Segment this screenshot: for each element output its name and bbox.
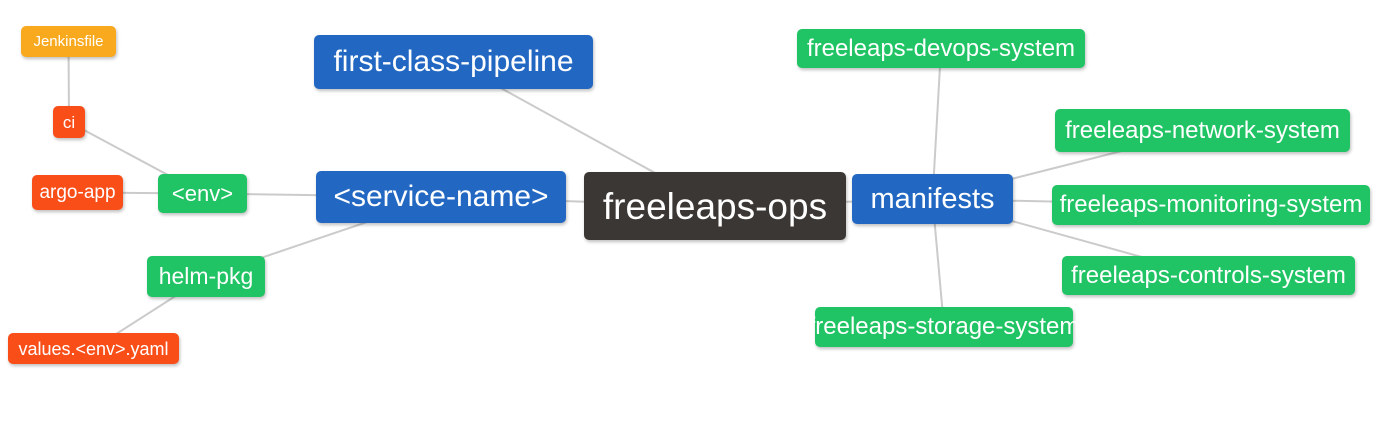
node-label: freeleaps-devops-system — [806, 34, 1076, 62]
node-jenkinsfile[interactable]: Jenkinsfile — [21, 26, 116, 57]
node-label: first-class-pipeline — [333, 45, 574, 78]
node-freeleaps-devops-system[interactable]: freeleaps-devops-system — [797, 29, 1085, 68]
node-label: values.<env>.yaml — [18, 338, 169, 359]
node-label: manifests — [870, 182, 995, 215]
node-label: argo-app — [39, 182, 116, 203]
edge-manifests--freeleaps-devops-system — [931, 48, 942, 200]
node-freeleaps-ops[interactable]: freeleaps-ops — [584, 172, 846, 240]
node-freeleaps-network-system[interactable]: freeleaps-network-system — [1055, 109, 1350, 152]
node-values-env-yaml[interactable]: values.<env>.yaml — [8, 333, 179, 364]
node-freeleaps-storage-system[interactable]: freeleaps-storage-system — [809, 307, 1079, 347]
node-label: freeleaps-ops — [602, 185, 828, 227]
node-label: <service-name> — [333, 180, 549, 213]
node-helm-pkg[interactable]: helm-pkg — [147, 256, 265, 297]
node-label: ci — [62, 112, 76, 132]
node-manifests[interactable]: manifests — [852, 174, 1013, 224]
node-label: freeleaps-network-system — [1065, 116, 1340, 144]
node-service-name[interactable]: <service-name> — [316, 171, 566, 223]
node-freeleaps-monitoring-system[interactable]: freeleaps-monitoring-system — [1052, 185, 1370, 225]
node-label: <env> — [171, 180, 234, 206]
node-label: freeleaps-monitoring-system — [1059, 191, 1363, 218]
node-env[interactable]: <env> — [158, 174, 247, 213]
node-first-class-pipeline[interactable]: first-class-pipeline — [314, 35, 593, 89]
node-label: freeleaps-storage-system — [808, 313, 1080, 340]
node-label: Jenkinsfile — [33, 33, 104, 50]
node-freeleaps-controls-system[interactable]: freeleaps-controls-system — [1062, 256, 1355, 295]
node-label: helm-pkg — [158, 263, 254, 289]
node-label: freeleaps-controls-system — [1071, 261, 1346, 289]
node-ci[interactable]: ci — [53, 106, 85, 138]
node-argo-app[interactable]: argo-app — [32, 175, 123, 210]
